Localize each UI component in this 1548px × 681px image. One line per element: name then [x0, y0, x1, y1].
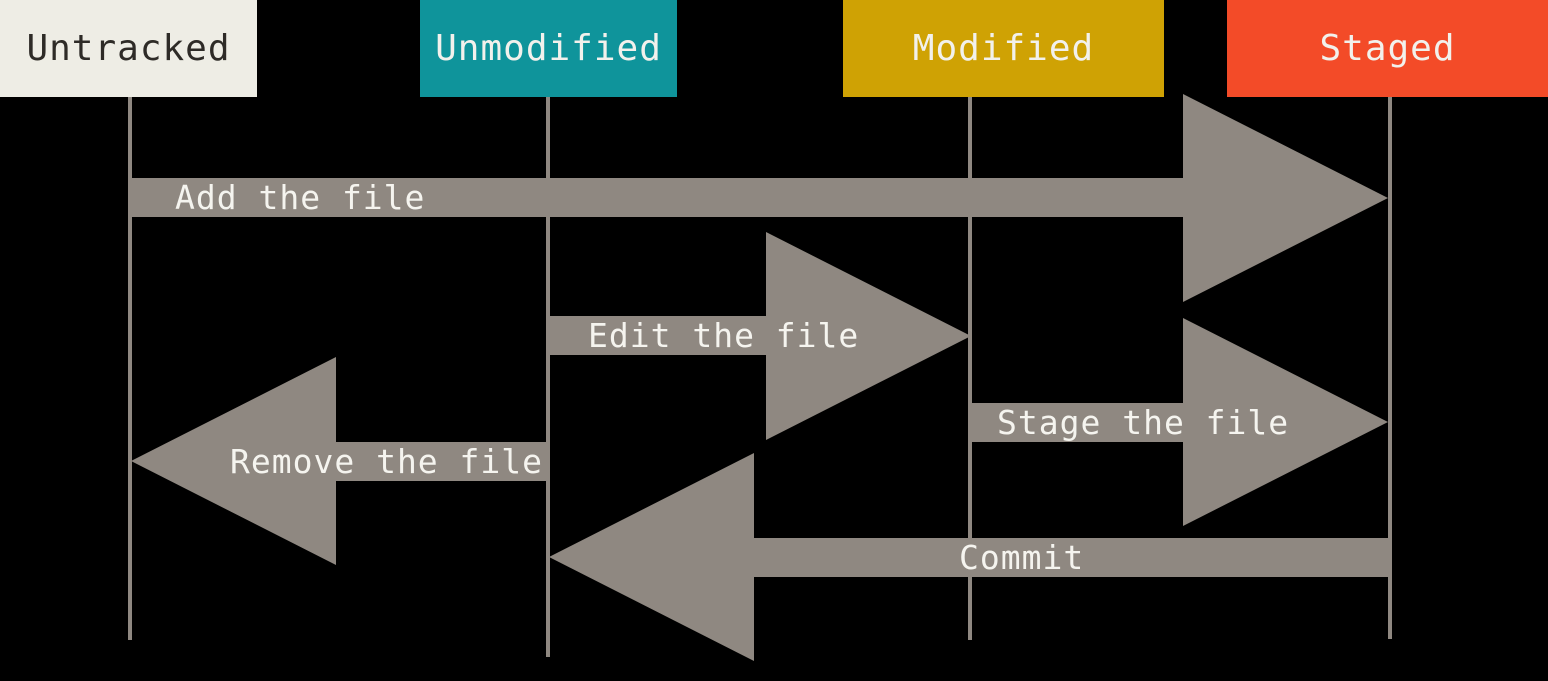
arrow-shaft-commit	[754, 538, 1392, 577]
state-box-untracked: Untracked	[0, 0, 257, 97]
arrow-head-edit-the-file	[766, 232, 971, 440]
arrow-shaft-remove-the-file	[336, 442, 548, 481]
state-box-staged: Staged	[1227, 0, 1548, 97]
arrow-head-stage-the-file	[1183, 318, 1388, 526]
arrow-shaft-add-the-file	[130, 178, 1183, 217]
transition-label-remove-the-file: Remove the file	[230, 442, 544, 481]
state-label-untracked: Untracked	[26, 28, 231, 69]
state-box-modified: Modified	[843, 0, 1164, 97]
lifeline-untracked	[128, 97, 132, 640]
lifeline-unmodified	[546, 97, 550, 657]
state-label-staged: Staged	[1319, 28, 1456, 69]
lifeline-staged	[1388, 97, 1392, 639]
arrow-head-remove-the-file	[131, 357, 336, 565]
state-box-unmodified: Unmodified	[420, 0, 677, 97]
arrow-shaft-stage-the-file	[970, 403, 1183, 442]
transition-label-commit: Commit	[959, 538, 1085, 577]
arrow-head-add-the-file	[1183, 94, 1388, 302]
arrow-shaft-edit-the-file	[548, 316, 766, 355]
arrow-head-commit	[549, 453, 754, 661]
state-label-unmodified: Unmodified	[435, 28, 662, 69]
transition-label-edit-the-file: Edit the file	[588, 316, 860, 355]
transition-label-stage-the-file: Stage the file	[997, 403, 1290, 442]
transition-label-add-the-file: Add the file	[175, 178, 426, 217]
state-label-modified: Modified	[912, 28, 1095, 69]
